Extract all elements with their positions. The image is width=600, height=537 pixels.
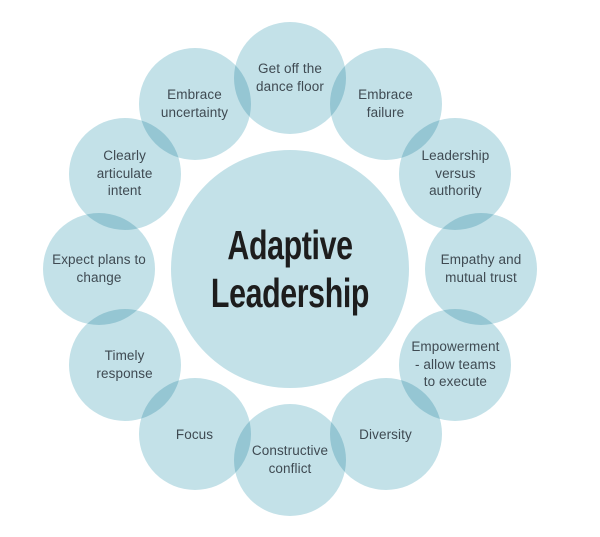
node-circle-expect-plans-to-change [43,213,155,325]
node-label-get-off-the-dance-floor: Get off the dance floor [256,61,324,94]
node-label-empowerment-allow-teams-to-execute: Empowerment - allow teams to execute [411,339,500,390]
node-label-expect-plans-to-change: Expect plans to change [52,252,146,285]
node-circle-constructive-conflict [234,404,346,516]
node-label-focus: Focus [175,426,214,442]
node-label-timely-response: Timely response [96,347,153,381]
node-label-constructive-conflict: Constructive conflict [251,443,329,476]
node-label-empathy-and-mutual-trust: Empathy and mutual trust [440,252,522,285]
center-title: Adaptive Leadership [210,221,370,316]
node-circle-embrace-uncertainty [138,47,251,160]
node-label-clearly-articulate-intent: Clearly articulate intent [96,148,153,199]
node-circle-leadership-versus-authority [399,117,512,230]
node-label-leadership-versus-authority: Leadership versus authority [421,148,490,199]
node-circle-diversity [329,378,442,491]
node-circle-timely-response [68,308,181,421]
node-label-diversity: Diversity [359,426,412,442]
center-circle [171,150,409,388]
node-label-embrace-failure: Embrace failure [358,87,413,120]
node-circle-get-off-the-dance-floor [234,22,346,134]
node-circle-empathy-and-mutual-trust [425,213,537,325]
node-label-embrace-uncertainty: Embrace uncertainty [160,87,229,120]
